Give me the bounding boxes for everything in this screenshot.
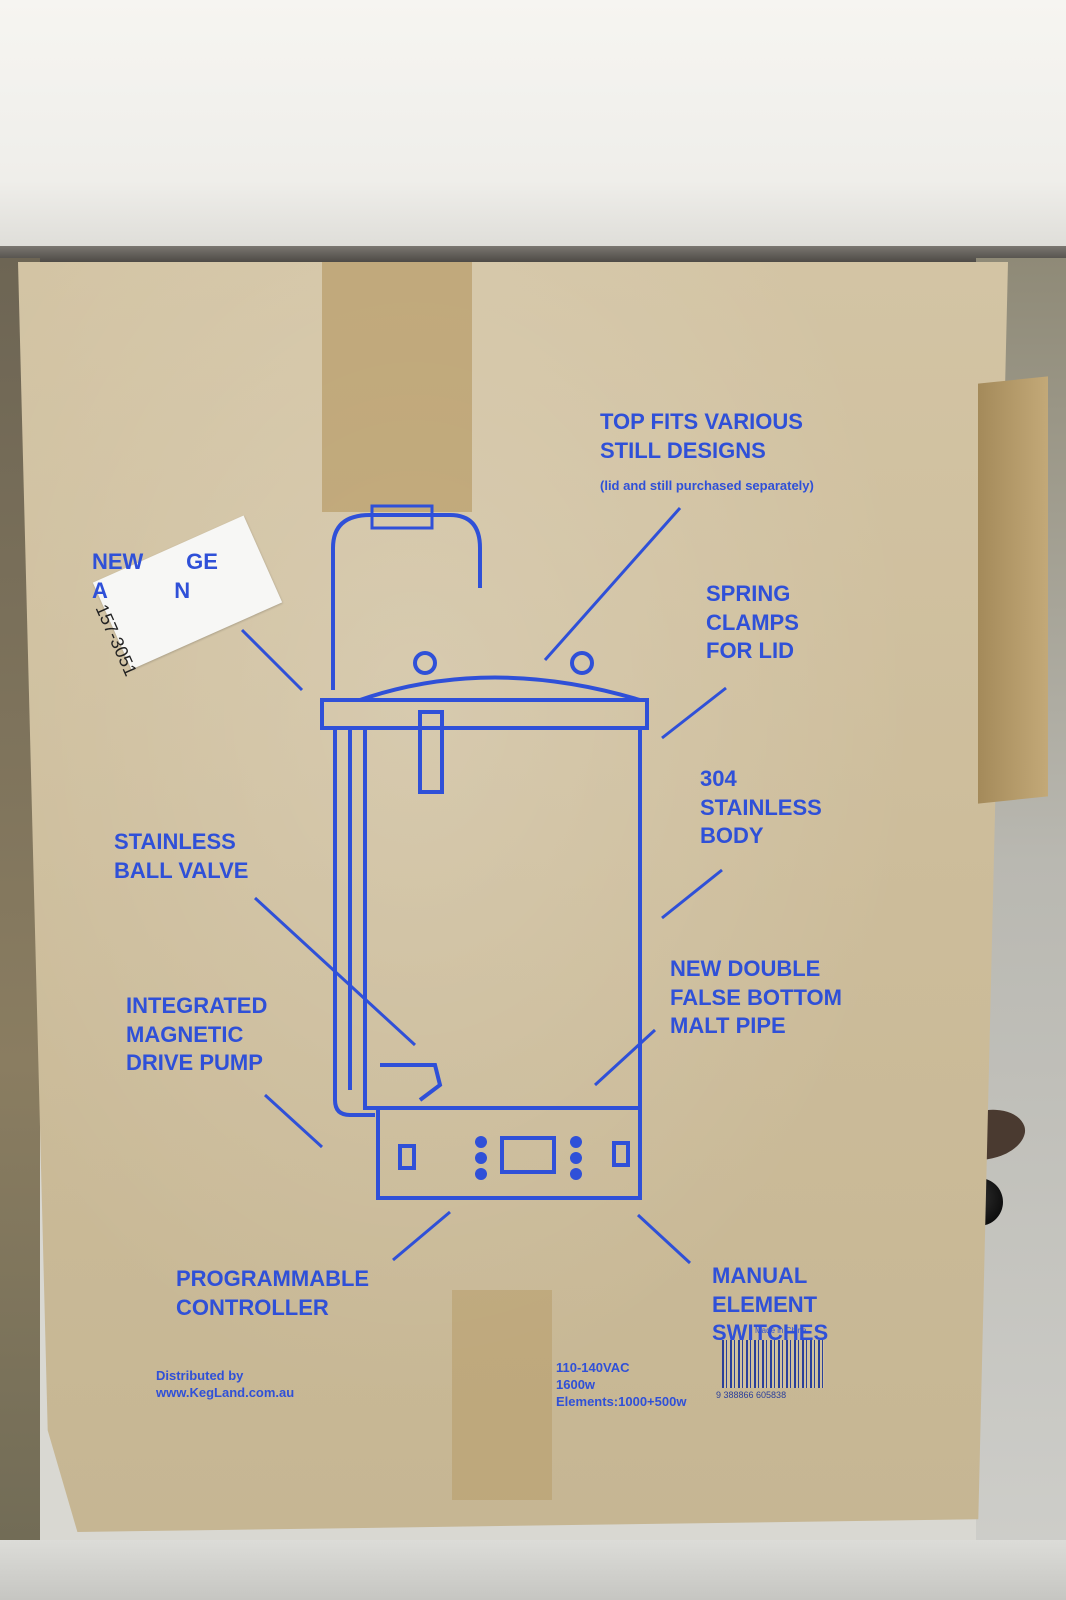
switch-left <box>398 1144 416 1170</box>
packing-tape-bottom <box>452 1290 552 1500</box>
made-in-text: Made in China <box>755 1326 807 1335</box>
button-4 <box>570 1136 582 1148</box>
vessel-rim <box>320 698 649 730</box>
switch-right <box>612 1141 630 1167</box>
arrow-top <box>543 507 682 661</box>
distributor-text: Distributed by www.KegLand.com.au <box>156 1368 295 1400</box>
callout-top-fits: TOP FITS VARIOUS STILL DESIGNS <box>600 409 803 463</box>
control-panel <box>376 1106 642 1200</box>
callout-pump: INTEGRATED MAGNETIC DRIVE PUMP <box>126 993 268 1076</box>
button-3 <box>475 1168 487 1180</box>
vessel-lid <box>359 675 641 702</box>
button-5 <box>570 1152 582 1164</box>
arrow-false-bottom <box>593 1028 657 1087</box>
side-pipe <box>333 728 375 1117</box>
arrow-switches <box>636 1213 692 1265</box>
callout-stainless-body: 304 STAINLESS BODY <box>700 766 822 849</box>
cardboard-box-front <box>18 262 1008 1532</box>
callout-new-arm: NEW GE A N <box>92 549 218 603</box>
arrow-body <box>661 868 723 920</box>
ball-valve <box>380 1063 443 1102</box>
button-1 <box>475 1136 487 1148</box>
callout-controller: PROGRAMMABLE CONTROLLER <box>176 1266 370 1320</box>
concrete-floor <box>0 1540 1066 1600</box>
lid-clamp <box>418 710 444 794</box>
callout-ball-valve: STAINLESS BALL VALVE <box>114 829 249 883</box>
packing-tape <box>322 262 472 512</box>
column-pipe <box>331 513 482 690</box>
specs-text: 110-140VAC 1600w Elements:1000+500w <box>556 1360 687 1409</box>
arrow-pump <box>263 1093 324 1149</box>
button-6 <box>570 1168 582 1180</box>
arrow-clamps <box>661 686 727 740</box>
button-2 <box>475 1152 487 1164</box>
lid-handle-left <box>413 651 437 675</box>
arrow-valve <box>253 896 417 1047</box>
callout-spring-clamps: SPRING CLAMPS FOR LID <box>706 581 799 664</box>
lid-handle-right <box>570 651 594 675</box>
callout-false-bottom: NEW DOUBLE FALSE BOTTOM MALT PIPE <box>670 956 842 1039</box>
arrow-new <box>240 628 304 692</box>
pipe-grip <box>370 504 434 530</box>
vessel-body <box>363 726 642 1110</box>
callout-top-fits-note: (lid and still purchased separately) <box>600 478 814 493</box>
barcode <box>722 1340 824 1388</box>
barcode-number: 9 388866 605838 <box>716 1390 787 1400</box>
arrow-controller <box>392 1210 451 1262</box>
lcd-display <box>500 1136 556 1174</box>
box-lid-flap <box>0 0 1066 258</box>
